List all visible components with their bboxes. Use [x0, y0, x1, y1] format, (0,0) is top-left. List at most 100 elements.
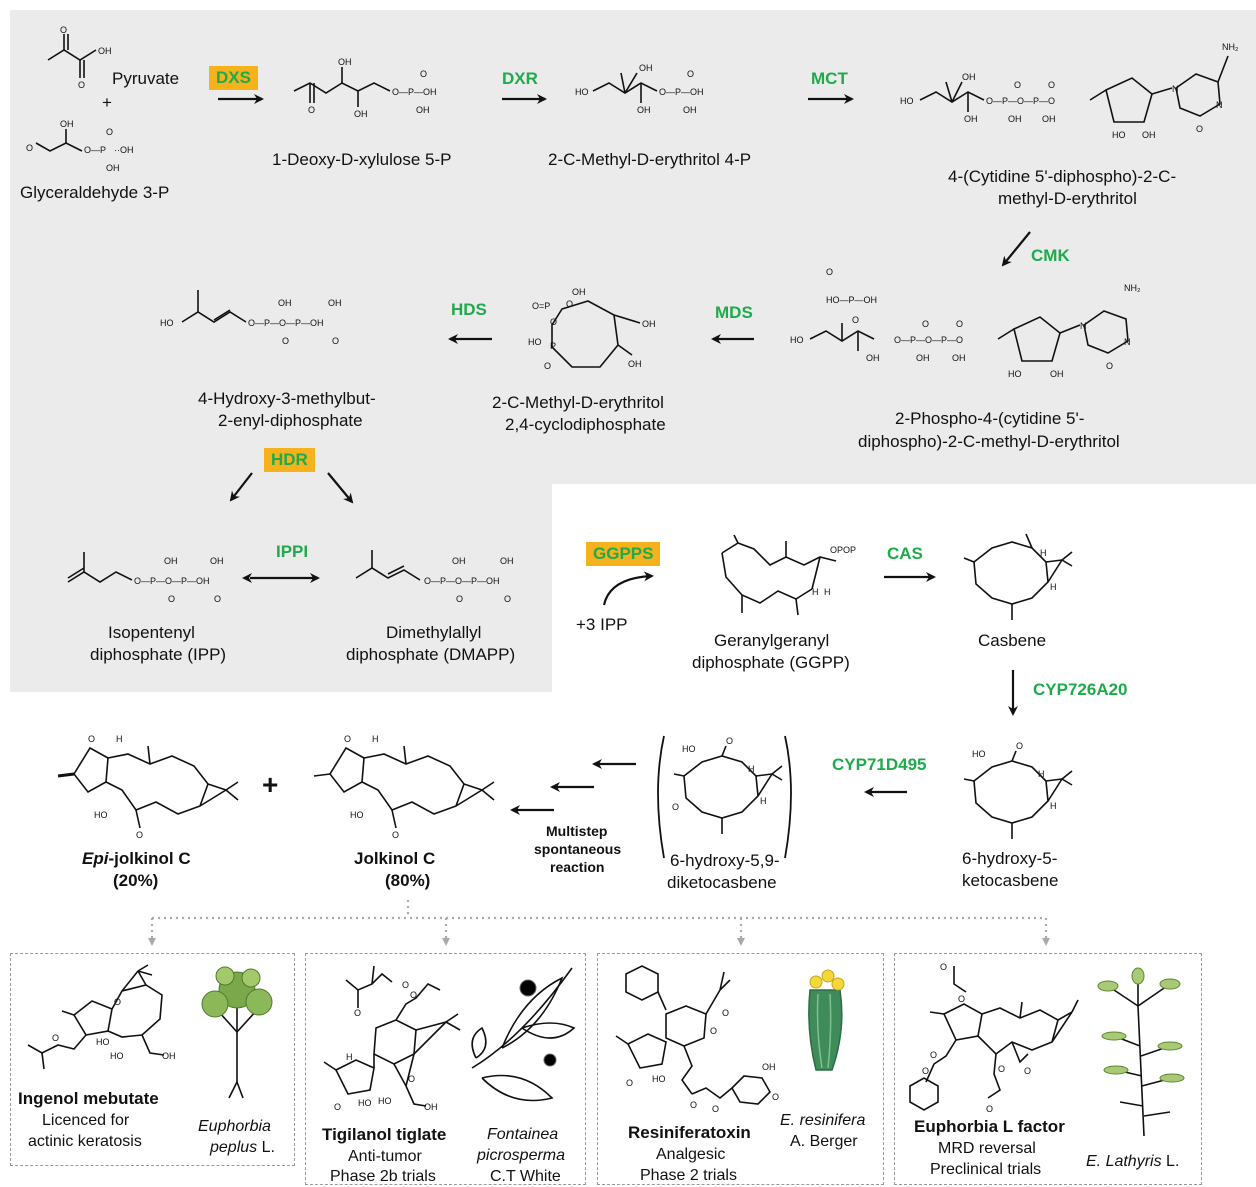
svg-text:O: O: [726, 736, 733, 746]
svg-text:OH: OH: [278, 298, 292, 308]
svg-text:O: O: [710, 1026, 717, 1036]
euphorbia-resinifera-plant: [808, 969, 845, 1071]
panel-1-plant-2-regular: L.: [257, 1139, 275, 1156]
svg-text:H: H: [1050, 801, 1057, 811]
svg-text:OH: OH: [424, 1102, 438, 1112]
svg-text:N: N: [1216, 100, 1223, 110]
multistep-label-2: spontaneous: [534, 841, 622, 857]
enzyme-hdr: HDR: [264, 448, 315, 472]
panel-1-plant-1: Euphorbia: [198, 1118, 271, 1135]
panel-ingenol-mebutate: [10, 953, 295, 1166]
svg-text:H: H: [346, 1052, 353, 1062]
svg-text:O=P: O=P: [532, 301, 550, 311]
svg-text:HO—P—OH: HO—P—OH: [826, 295, 877, 305]
svg-text:O: O: [826, 267, 833, 277]
svg-text:O: O: [344, 734, 351, 744]
panel-1-plant-2: peplus L.: [210, 1137, 275, 1158]
svg-text:O—P—O—P—OH: O—P—O—P—OH: [248, 318, 324, 328]
mecpp-label-1: 2-C-Methyl-D-erythritol: [492, 393, 664, 412]
svg-text:O: O: [168, 594, 175, 604]
svg-text:HO: HO: [972, 749, 986, 759]
svg-text:O—P—O—P—OH: O—P—O—P—OH: [134, 576, 210, 586]
svg-text:H: H: [1038, 769, 1045, 779]
svg-text:OH: OH: [962, 72, 976, 82]
casbene-label: Casbene: [978, 631, 1047, 650]
cdpme-label-1: 4-(Cytidine 5'-diphospho)-2-C-: [948, 167, 1177, 186]
svg-text:O: O: [308, 105, 315, 115]
svg-text:HO: HO: [528, 337, 542, 347]
svg-text:O: O: [772, 1092, 779, 1102]
panel-4-desc-1: MRD reversal: [938, 1140, 1036, 1157]
panel-2-plant-1: Fontainea: [487, 1126, 559, 1143]
hmbpp-label-2: 2-enyl-diphosphate: [218, 411, 363, 430]
svg-text:O—P—O—P—O: O—P—O—P—O: [894, 335, 963, 345]
enzyme-cyp71d495: CYP71D495: [832, 755, 927, 774]
euphorbia-l-factor-structure: OO O O OO O: [909, 962, 1079, 1114]
panel-4-plant: E. Lathyris L.: [1086, 1151, 1179, 1172]
enzyme-mct: MCT: [811, 69, 848, 88]
svg-text:HO: HO: [358, 1098, 372, 1108]
svg-text:OH: OH: [642, 319, 656, 329]
svg-text:OH: OH: [628, 359, 642, 369]
pyruvate-label: Pyruvate: [112, 69, 180, 88]
svg-text:HO: HO: [378, 1096, 392, 1106]
svg-text:HO: HO: [900, 96, 914, 106]
svg-text:O: O: [456, 594, 463, 604]
plus-sign: +: [102, 93, 112, 112]
svg-text:OH: OH: [1008, 114, 1022, 124]
cdpmep-label-2: diphospho)-2-C-methyl-D-erythritol: [858, 432, 1120, 451]
svg-text:··OH: ··OH: [114, 145, 134, 155]
svg-text:OH: OH: [210, 556, 224, 566]
svg-text:O: O: [282, 336, 289, 346]
enzyme-ggpps: GGPPS: [586, 542, 661, 566]
svg-text:OH: OH: [164, 556, 178, 566]
svg-text:O: O: [852, 315, 859, 325]
svg-text:O: O: [998, 1064, 1005, 1074]
epi-prefix: Epi: [82, 849, 109, 868]
enzyme-ippi: IPPI: [276, 542, 309, 561]
svg-text:O: O: [114, 997, 121, 1007]
svg-text:O: O: [1014, 80, 1021, 90]
panel-4-desc-2: Preclinical trials: [930, 1161, 1042, 1178]
svg-text:O: O: [332, 336, 339, 346]
panel-4-name: Euphorbia L factor: [914, 1117, 1065, 1136]
svg-text:OH: OH: [1042, 114, 1056, 124]
hmbpp-label-1: 4-Hydroxy-3-methylbut-: [198, 389, 376, 408]
svg-text:N: N: [1080, 321, 1087, 331]
svg-text:O: O: [106, 127, 113, 137]
panel-1-desc-1: Licenced for: [42, 1112, 130, 1129]
panel-1-name: Ingenol mebutate: [18, 1089, 159, 1108]
svg-text:O: O: [1048, 80, 1055, 90]
cdpme-label-2: methyl-D-erythritol: [998, 189, 1137, 208]
enzyme-mds: MDS: [715, 303, 753, 322]
jolkinol-c-label: Jolkinol C: [354, 849, 436, 868]
svg-text:O: O: [1196, 124, 1203, 134]
svg-text:H: H: [372, 734, 379, 744]
svg-text:HO: HO: [1112, 130, 1126, 140]
svg-text:OH: OH: [1050, 369, 1064, 379]
svg-text:P: P: [550, 341, 556, 351]
svg-text:O: O: [52, 1033, 59, 1043]
dmapp-label-2: diphosphate (DMAPP): [346, 645, 516, 664]
svg-text:N: N: [1172, 84, 1179, 94]
mecpp-label-2: 2,4-cyclodiphosphate: [505, 415, 666, 434]
svg-text:O: O: [544, 361, 551, 371]
panel-3-desc-1: Analgesic: [656, 1146, 726, 1163]
panel-1-plant-2-italic: peplus: [210, 1139, 258, 1156]
euphorbia-lathyris-plant: [1097, 967, 1185, 1137]
svg-text:OH: OH: [338, 57, 352, 67]
arrow-hdr-left: [229, 472, 253, 502]
svg-text:OPOP: OPOP: [830, 545, 856, 555]
arrow-cmk: [1001, 231, 1031, 267]
svg-text:OH: OH: [416, 105, 430, 115]
svg-text:HO: HO: [652, 1074, 666, 1084]
mep-label: 2-C-Methyl-D-erythritol 4-P: [548, 150, 752, 169]
svg-text:OH: OH: [572, 287, 586, 297]
